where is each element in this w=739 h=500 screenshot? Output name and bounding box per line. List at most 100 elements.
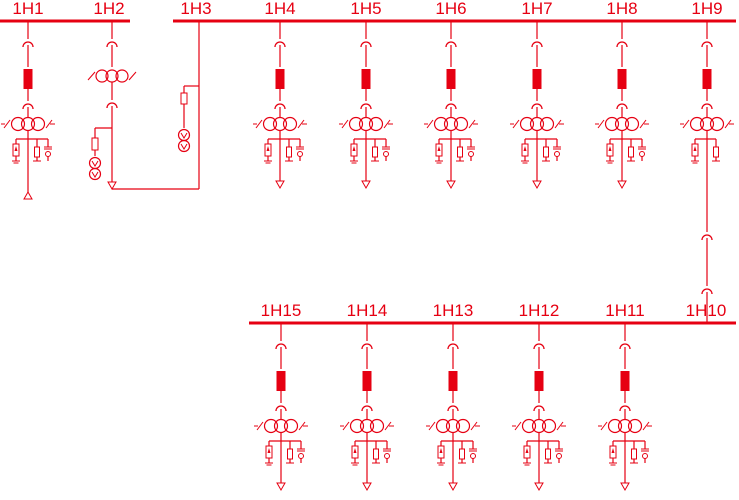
circuit-breaker-icon xyxy=(448,371,458,391)
disconnect-contact-icon xyxy=(445,103,457,110)
indicator-icon xyxy=(384,453,390,459)
fuse-icon xyxy=(91,137,99,151)
current-transformer-icon xyxy=(445,418,461,434)
current-transformer-icon xyxy=(30,116,46,132)
disconnect-contact-icon xyxy=(361,343,373,350)
disconnect-contact-icon xyxy=(360,103,372,110)
earthing-switch-icon xyxy=(545,448,551,460)
current-transformer-icon xyxy=(614,116,630,132)
cable-outlet-arrow-icon xyxy=(446,180,456,190)
disconnect-contact-icon xyxy=(447,405,459,412)
indicator-icon xyxy=(639,151,645,157)
feeder-panel-1H12 xyxy=(512,323,566,492)
disconnect-contact-icon xyxy=(106,41,118,48)
feeder-panel-1H11 xyxy=(598,323,652,492)
current-transformer-icon xyxy=(689,116,705,132)
panel-label-1H11: 1H11 xyxy=(605,301,644,320)
earthing-switch-icon xyxy=(628,146,634,158)
current-transformer-icon xyxy=(359,418,375,434)
indicator-icon xyxy=(468,151,474,157)
cable-outlet-arrow-icon xyxy=(107,181,117,191)
feeder-panel-1H15 xyxy=(254,323,308,492)
panel-label-1H14: 1H14 xyxy=(347,301,388,320)
panel-symbols xyxy=(1,21,734,492)
earthing-switch-icon xyxy=(543,146,549,158)
current-transformer-icon xyxy=(539,116,555,132)
indicator-icon xyxy=(470,453,476,459)
disconnect-contact-icon xyxy=(531,41,543,48)
feeder-panel-1H4 xyxy=(253,21,307,190)
pt-panel-1H2 xyxy=(87,21,199,191)
disconnect-contact-icon xyxy=(619,405,631,412)
fuse-icon xyxy=(180,92,188,105)
circuit-breaker-icon xyxy=(620,371,630,391)
indicator-icon xyxy=(298,453,304,459)
disconnect-contact-icon xyxy=(533,405,545,412)
panel-label-1H5: 1H5 xyxy=(350,0,381,18)
cable-outlet-arrow-icon xyxy=(276,482,286,492)
circuit-breaker-icon xyxy=(361,69,371,89)
current-transformer-icon xyxy=(699,116,715,132)
current-transformer-icon xyxy=(10,116,26,132)
current-transformer-icon xyxy=(624,116,640,132)
circuit-breaker-icon xyxy=(446,69,456,89)
panel-label-1H9: 1H9 xyxy=(691,0,722,18)
feeder-panel-1H14 xyxy=(340,323,394,492)
disconnect-contact-icon xyxy=(106,102,118,109)
current-transformer-icon xyxy=(529,116,545,132)
panel-label-1H10: 1H10 xyxy=(686,301,727,320)
current-transformer-icon xyxy=(273,418,289,434)
current-transformer-icon xyxy=(617,418,633,434)
current-transformer-icon xyxy=(521,418,537,434)
indicator-icon xyxy=(642,453,648,459)
disconnect-contact-icon xyxy=(275,343,287,350)
cable-inlet-arrow-icon xyxy=(23,190,33,200)
panel-label-1H6: 1H6 xyxy=(435,0,466,18)
current-transformer-icon xyxy=(433,116,449,132)
earthing-switch-icon xyxy=(373,448,379,460)
disconnect-contact-icon xyxy=(275,405,287,412)
earthing-switch-icon xyxy=(286,146,292,158)
indicator-icon xyxy=(297,151,303,157)
current-transformer-icon xyxy=(607,418,623,434)
current-transformer-icon xyxy=(519,116,535,132)
current-transformer-icon xyxy=(262,116,278,132)
current-transformer-icon xyxy=(531,418,547,434)
current-transformer-icon xyxy=(348,116,364,132)
feeder-panel-1H7 xyxy=(510,21,564,190)
cable-outlet-arrow-icon xyxy=(448,482,458,492)
feeder-panel-1H5 xyxy=(339,21,393,190)
panel-label-1H12: 1H12 xyxy=(519,301,560,320)
current-transformer-icon xyxy=(283,418,299,434)
cable-outlet-arrow-icon xyxy=(362,482,372,492)
disconnect-contact-icon xyxy=(445,41,457,48)
potential-transformer-icon xyxy=(115,69,129,83)
cable-outlet-arrow-icon xyxy=(275,180,285,190)
current-transformer-icon xyxy=(368,116,384,132)
disconnect-contact-icon xyxy=(701,288,713,295)
current-transformer-icon xyxy=(455,418,471,434)
cable-outlet-arrow-icon xyxy=(534,482,544,492)
bus-tie-panel-1H9 xyxy=(680,21,734,323)
feeder-panel-1H13 xyxy=(426,323,480,492)
feeder-panel-1H6 xyxy=(424,21,478,190)
current-transformer-icon xyxy=(541,418,557,434)
current-transformer-icon xyxy=(604,116,620,132)
circuit-breaker-icon xyxy=(534,371,544,391)
panel-label-1H4: 1H4 xyxy=(264,0,295,18)
disconnect-contact-icon xyxy=(616,103,628,110)
current-transformer-icon xyxy=(282,116,298,132)
cable-outlet-arrow-icon xyxy=(532,180,542,190)
disconnect-contact-icon xyxy=(361,405,373,412)
cable-outlet-arrow-icon xyxy=(620,482,630,492)
earthing-switch-icon xyxy=(631,448,637,460)
earthing-switch-icon xyxy=(34,146,40,158)
current-transformer-icon xyxy=(358,116,374,132)
disconnect-contact-icon xyxy=(701,234,713,241)
feeder-panel-1H8 xyxy=(595,21,649,190)
current-transformer-icon xyxy=(20,116,36,132)
current-transformer-icon xyxy=(453,116,469,132)
disconnect-contact-icon xyxy=(447,343,459,350)
earthing-switch-icon xyxy=(457,146,463,158)
